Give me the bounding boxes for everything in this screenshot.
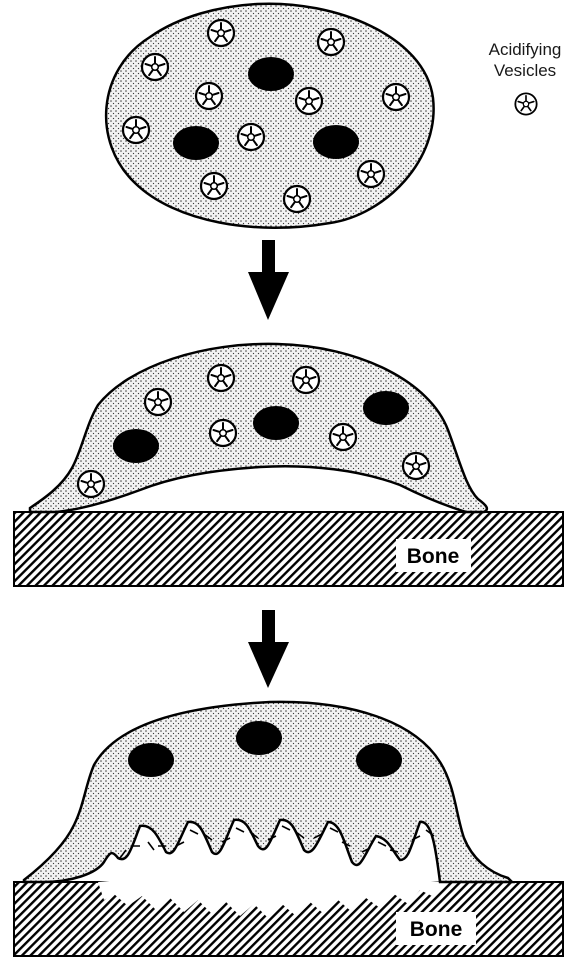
acidifying-vesicle: [201, 173, 227, 199]
bone-layer: [14, 512, 563, 586]
stage-2-attached-cell: Bone: [14, 344, 563, 586]
acidifying-vesicle: [196, 83, 222, 109]
acidifying-vesicle: [208, 365, 234, 391]
nucleus: [128, 743, 174, 777]
stage-3-resorbing-cell: Bone: [14, 702, 563, 956]
acidifying-vesicle: [293, 367, 319, 393]
acidifying-vesicle: [142, 54, 168, 80]
acidifying-vesicle-icon: [515, 93, 536, 114]
nucleus: [363, 391, 409, 425]
nucleus: [356, 743, 402, 777]
stage-1-unattached-cell: [106, 4, 433, 228]
acidifying-vesicle: [318, 29, 344, 55]
arrow-down-icon: [248, 240, 289, 320]
acidifying-vesicle: [208, 20, 234, 46]
acidifying-vesicle: [403, 453, 429, 479]
acidifying-vesicle: [330, 424, 356, 450]
acidifying-vesicle: [358, 161, 384, 187]
nucleus: [253, 406, 299, 440]
legend-label-line-1: Acidifying: [489, 40, 562, 59]
legend-label-line-2: Vesicles: [494, 61, 556, 80]
bone-label: Bone: [407, 545, 460, 568]
nucleus: [113, 429, 159, 463]
acidifying-vesicle: [145, 389, 171, 415]
acidifying-vesicle: [284, 186, 310, 212]
arrow-down-icon: [248, 610, 289, 688]
acidifying-vesicle: [296, 88, 322, 114]
legend: Acidifying Vesicles: [489, 40, 562, 115]
acidifying-vesicle: [210, 420, 236, 446]
nucleus: [248, 57, 294, 91]
nucleus: [313, 125, 359, 159]
bone-label: Bone: [410, 918, 463, 941]
acidifying-vesicle: [123, 117, 149, 143]
acidifying-vesicle: [78, 471, 104, 497]
nucleus: [173, 126, 219, 160]
nucleus: [236, 721, 282, 755]
cell-body: [106, 4, 433, 228]
acidifying-vesicle: [383, 84, 409, 110]
acidifying-vesicle: [238, 124, 264, 150]
